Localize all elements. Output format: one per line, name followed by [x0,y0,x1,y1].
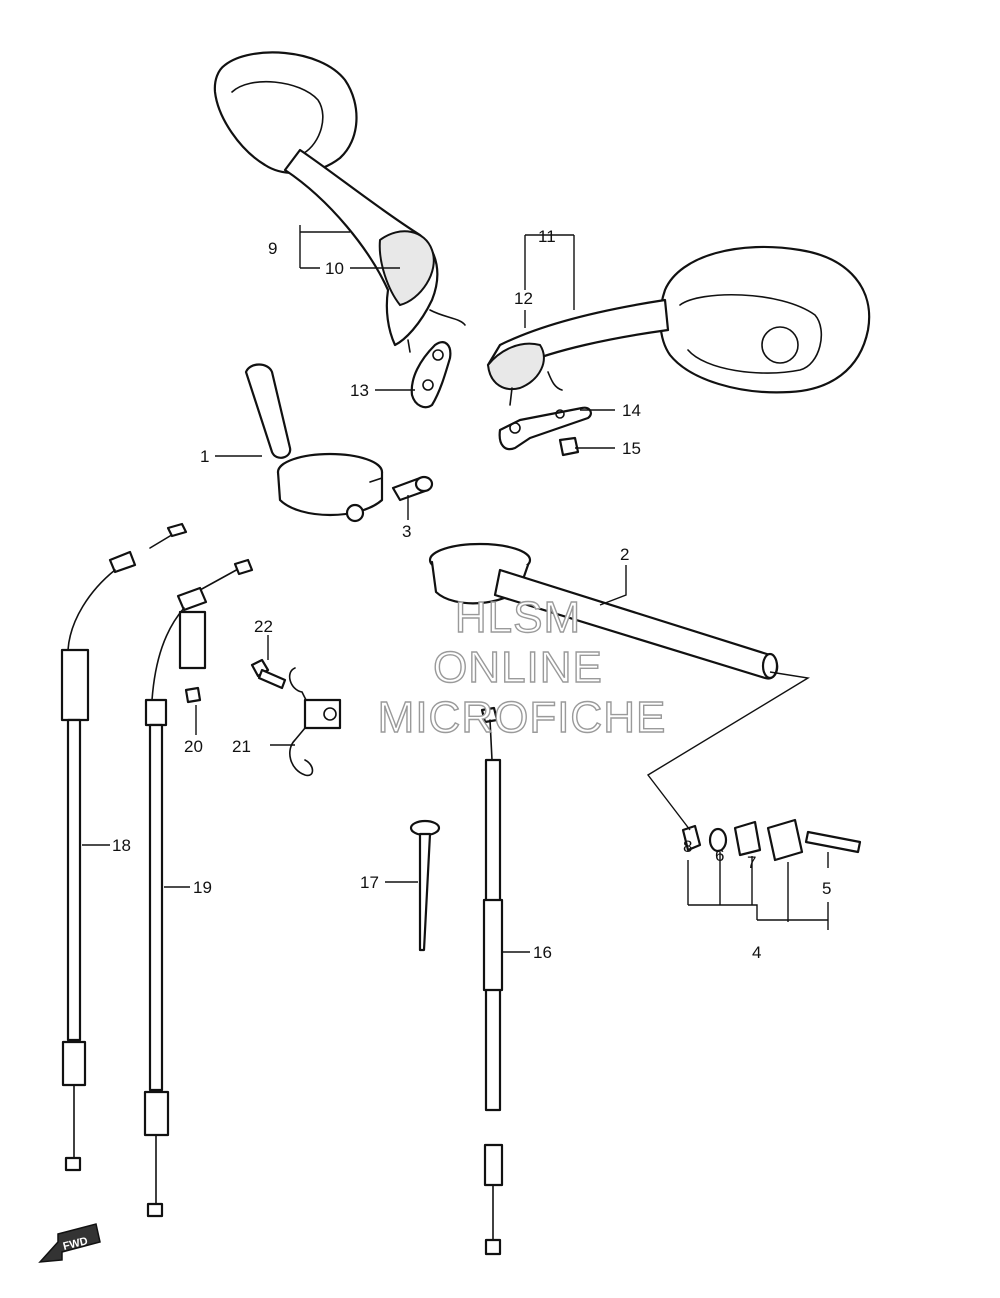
callout-8: 8 [683,837,692,856]
callout-9: 9 [268,239,277,258]
bar-end-set-4 [681,818,862,862]
callout-4: 4 [752,943,761,962]
handlebar-2 [428,542,779,680]
callout-labels: 9 10 11 12 13 14 15 1 3 2 22 20 21 8 6 7… [112,227,831,962]
callout-19: 19 [193,878,212,897]
bracket-14 [498,406,592,451]
callout-5: 5 [822,879,831,898]
callout-16: 16 [533,943,552,962]
callout-7: 7 [747,853,756,872]
callout-12: 12 [514,289,533,308]
throttle-cable-18 [60,522,188,1172]
handlebar-1 [244,363,384,523]
watermark-line-1: HLSM [455,593,581,642]
callout-15: 15 [622,439,641,458]
watermark-line-3: MICROFICHE [378,693,667,742]
watermark: HLSM ONLINE MICROFICHE [377,592,667,742]
nut-15 [558,436,580,457]
callout-13: 13 [350,381,369,400]
callout-6: 6 [715,846,724,865]
callout-1: 1 [200,447,209,466]
bolt-20 [184,686,202,704]
callout-11: 11 [538,227,556,246]
cable-guide-21 [288,667,342,777]
right-mirror [486,245,871,406]
callout-3: 3 [402,522,411,541]
watermark-line-2: ONLINE [433,643,603,692]
callout-10: 10 [325,259,344,278]
callout-20: 20 [184,737,203,756]
left-mirror [213,51,466,353]
bracket-13 [410,341,452,409]
callout-21: 21 [232,737,251,756]
forward-arrow-label: FWD [62,1235,89,1253]
callout-22: 22 [254,617,273,636]
leader-lines [82,225,829,953]
cable-16 [480,706,504,1256]
callout-18: 18 [112,836,131,855]
bolt-3 [391,475,434,502]
throttle-cable-19 [143,558,254,1218]
cable-tie-17 [409,819,441,952]
forward-arrow-icon: FWD [38,1223,101,1263]
callout-14: 14 [622,401,641,420]
bolt-22 [250,658,287,690]
callout-2: 2 [620,545,629,564]
callout-17: 17 [360,873,379,892]
